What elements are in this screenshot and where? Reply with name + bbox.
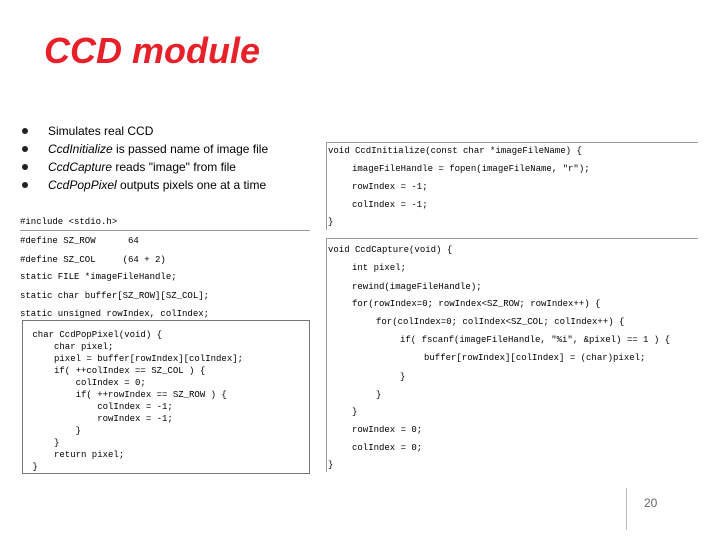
bullet-text: is passed name of image file (112, 142, 269, 156)
code-line: imageFileHandle = fopen(imageFileName, "… (352, 164, 590, 174)
bullet-text: reads "image" from file (112, 160, 236, 174)
code-line: void CcdInitialize(const char *imageFile… (328, 146, 582, 156)
code-line: colIndex = 0; (352, 443, 423, 453)
code-line-include: #include <stdio.h> (20, 217, 118, 227)
divider (20, 230, 310, 231)
page-number: 20 (644, 496, 658, 510)
code-line-file-handle: static FILE *imageFileHandle; (20, 272, 177, 282)
divider (326, 238, 698, 239)
code-line: rewind(imageFileHandle); (352, 282, 482, 292)
bullet-icon (22, 164, 28, 170)
code-line: rowIndex = 0; (352, 425, 423, 435)
poppixel-code-box: char CcdPopPixel(void) { char pixel; pix… (22, 320, 310, 474)
bullet-text: outputs pixels one at a time (116, 178, 267, 192)
bullet-item: CcdPopPixel outputs pixels one at a time (22, 176, 268, 194)
bullet-item: CcdInitialize is passed name of image fi… (22, 140, 268, 158)
bullet-icon (22, 128, 28, 134)
divider (326, 142, 327, 230)
code-line-define-col: #define SZ_COL (64 + 2) (20, 255, 166, 265)
code-line: } (328, 460, 334, 470)
bullet-text: Simulates real CCD (48, 124, 154, 138)
bullet-list: Simulates real CCD CcdInitialize is pass… (22, 122, 268, 194)
bullet-icon (22, 146, 28, 152)
code-line: int pixel; (352, 263, 407, 273)
code-line: } (352, 407, 358, 417)
code-line: void CcdCapture(void) { (328, 245, 453, 255)
bullet-item: Simulates real CCD (22, 122, 268, 140)
code-line: rowIndex = -1; (352, 182, 428, 192)
bullet-icon (22, 182, 28, 188)
divider (326, 238, 327, 472)
code-line-indices: static unsigned rowIndex, colIndex; (20, 309, 210, 319)
code-line: } (328, 217, 334, 227)
divider (326, 142, 698, 143)
code-line: } (376, 390, 382, 400)
code-line: buffer[rowIndex][colIndex] = (char)pixel… (424, 353, 646, 363)
bullet-item: CcdCapture reads "image" from file (22, 158, 268, 176)
bullet-emphasis: CcdCapture (48, 160, 113, 174)
code-line: if( fscanf(imageFileHandle, "%i", &pixel… (400, 335, 671, 345)
bullet-emphasis: CcdPopPixel (48, 178, 117, 192)
code-line: for(colIndex=0; colIndex<SZ_COL; colInde… (376, 317, 625, 327)
slide-title: CCD module (44, 30, 260, 71)
code-line: for(rowIndex=0; rowIndex<SZ_ROW; rowInde… (352, 299, 601, 309)
code-line-define-row: #define SZ_ROW 64 (20, 236, 139, 246)
page-number-divider (626, 488, 627, 530)
code-line: } (400, 372, 406, 382)
bullet-emphasis: CcdInitialize (48, 142, 113, 156)
code-line-buffer: static char buffer[SZ_ROW][SZ_COL]; (20, 291, 210, 301)
poppixel-code: char CcdPopPixel(void) { char pixel; pix… (32, 330, 244, 472)
code-line: colIndex = -1; (352, 200, 428, 210)
